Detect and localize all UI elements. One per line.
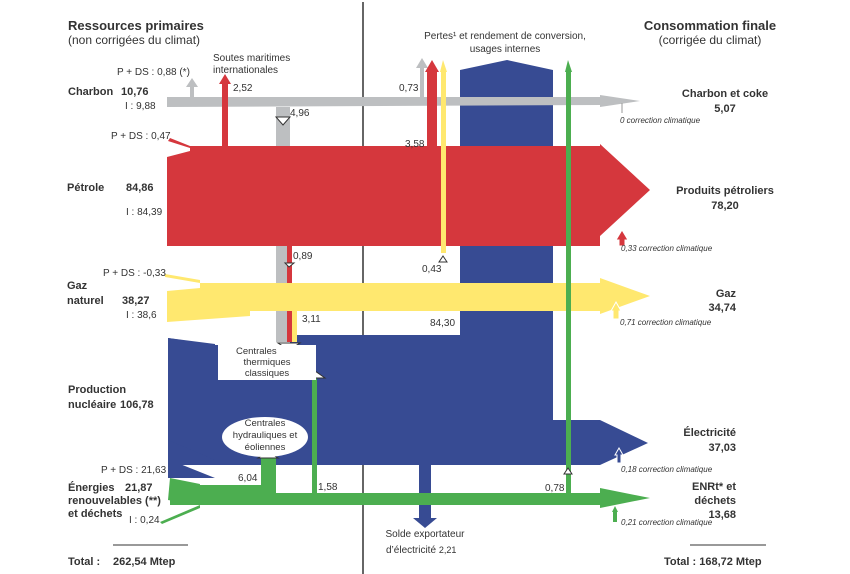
final-oil-value: 78,20 — [711, 200, 739, 212]
export-value: 2,21 — [438, 545, 457, 555]
gas-to-thermal-value: 3,11 — [302, 314, 321, 325]
electricity-intake-taper — [168, 338, 215, 460]
right-title: Consommation finale — [643, 18, 777, 33]
coal-losses-arrow — [416, 58, 428, 97]
renewables-import-line — [160, 505, 200, 524]
renewables-label-3: et déchets — [68, 508, 123, 520]
gas-correction-arrow — [610, 300, 622, 320]
gas-to-thermal — [292, 311, 297, 342]
final-coal-correction: 0 correction climatique — [620, 116, 701, 125]
thermal-plants-label: Centrales thermiques classiques — [236, 346, 291, 379]
gas-losses-stem — [441, 70, 446, 253]
gas-loss-marker — [438, 255, 448, 263]
final-renewables-label-1: ENRt* et — [691, 481, 736, 493]
left-title: Ressources primaires — [68, 18, 204, 33]
bunkers-value: 2,52 — [233, 83, 253, 94]
gas-pds-line — [165, 274, 200, 283]
bunkers-label-1: Soutes maritimes — [213, 53, 291, 64]
renewables-label-1: Énergies — [68, 482, 115, 494]
renew-losses-value: 0,78 — [545, 483, 565, 494]
oil-thermal-marker — [283, 262, 296, 268]
renewables-pds — [168, 478, 200, 505]
final-electricity-correction: 0,18 correction climatique — [621, 465, 713, 474]
coal-pds-arrow — [186, 78, 198, 97]
renewables-flow — [170, 458, 650, 508]
gas-label-1: Gaz — [67, 280, 88, 292]
left-subtitle: (non corrigées du climat) — [68, 33, 201, 47]
renew-correction-arrow — [612, 506, 618, 522]
final-renewables-label-2: déchets — [694, 495, 736, 507]
bunkers-label-2: internationales — [213, 65, 279, 76]
hydro-wind-value: 6,04 — [238, 473, 258, 484]
right-subtitle: (corrigée du climat) — [658, 33, 762, 47]
renewables-value: 21,87 — [125, 482, 153, 494]
coal-value: 10,76 — [121, 86, 149, 98]
losses-title: Pertes¹ et rendement de conversion, — [424, 31, 586, 42]
oil-to-thermal-value: 0,89 — [293, 251, 313, 262]
coal-flow — [167, 95, 640, 107]
coal-label: Charbon — [68, 86, 114, 98]
oil-value: 84,86 — [126, 182, 154, 194]
export-label-1: Solde exportateur — [385, 529, 465, 540]
renew-to-thermal-value: 1,58 — [318, 482, 338, 493]
oil-correction-arrow — [615, 229, 629, 247]
export-label-text: d’électricité — [386, 545, 437, 556]
oil-pds-arrow — [168, 138, 190, 148]
losses-subtitle: usages internes — [469, 44, 541, 55]
elec-correction-arrow — [614, 446, 624, 464]
final-renewables-correction: 0,21 correction climatique — [621, 518, 713, 527]
gas-imports: I : 38,6 — [126, 310, 157, 321]
right-total: Total : 168,72 Mtep — [664, 556, 762, 568]
nuclear-label-1: Production — [68, 384, 127, 396]
final-gas-correction: 0,71 correction climatique — [620, 318, 712, 327]
final-gas-label: Gaz — [715, 288, 736, 300]
coal-to-thermal-value: 4,96 — [290, 108, 310, 119]
renewables-pds: P + DS : 21,63 — [101, 465, 167, 476]
oil-pds: P + DS : 0,47 — [111, 131, 171, 142]
hydro-plants-ellipse — [222, 417, 308, 457]
renew-losses-arrow — [565, 60, 572, 72]
final-coal-value: 5,07 — [714, 103, 736, 115]
final-electricity-label: Électricité — [683, 427, 736, 439]
gas-flow — [167, 278, 650, 322]
nuclear-label-2: nucléaire — [68, 399, 117, 411]
left-total-label: Total : — [68, 556, 101, 568]
final-coal-label: Charbon et coke — [681, 88, 769, 100]
gas-losses-arrow — [440, 60, 447, 72]
renew-losses-stem — [566, 72, 571, 497]
final-electricity-value: 37,03 — [708, 442, 736, 454]
oil-losses-arrow — [425, 60, 439, 146]
export-label-2: d’électricité 2,21 — [386, 545, 456, 556]
coal-pds: P + DS : 0,88 (*) — [117, 67, 190, 78]
gas-label-2: naturel — [67, 295, 104, 307]
oil-label: Pétrole — [67, 182, 105, 194]
renewables-imports: I : 0,24 — [129, 515, 160, 526]
final-oil-label: Produits pétroliers — [676, 185, 774, 197]
renew-loss-marker — [563, 467, 573, 475]
renew-to-thermal — [312, 378, 317, 493]
oil-losses-value: 3,58 — [405, 139, 425, 150]
oil-imports: I : 84,39 — [126, 207, 163, 218]
final-gas-value: 34,74 — [708, 302, 736, 314]
gas-value: 38,27 — [122, 295, 150, 307]
final-oil-correction: 0,33 correction climatique — [621, 244, 713, 253]
renewables-label-2: renouvelables (**) — [68, 495, 161, 507]
coal-losses-value: 0,73 — [399, 83, 419, 94]
bunkers-arrow — [219, 74, 231, 146]
gas-pds: P + DS : -0,33 — [103, 268, 166, 279]
thermal-plants-box — [218, 345, 316, 380]
gas-losses-value: 0,43 — [422, 264, 442, 275]
elec-losses-value: 84,30 — [430, 318, 456, 329]
oil-flow — [167, 144, 650, 246]
nuclear-value: 106,78 — [120, 399, 154, 411]
final-renewables-value: 13,68 — [708, 509, 736, 521]
coal-imports: I : 9,88 — [125, 101, 156, 112]
left-total-value: 262,54 Mtep — [113, 556, 176, 568]
hydro-plants-label: Centrales hydrauliques et éoliennes — [232, 418, 298, 453]
coal-thermal-marker — [274, 116, 292, 126]
